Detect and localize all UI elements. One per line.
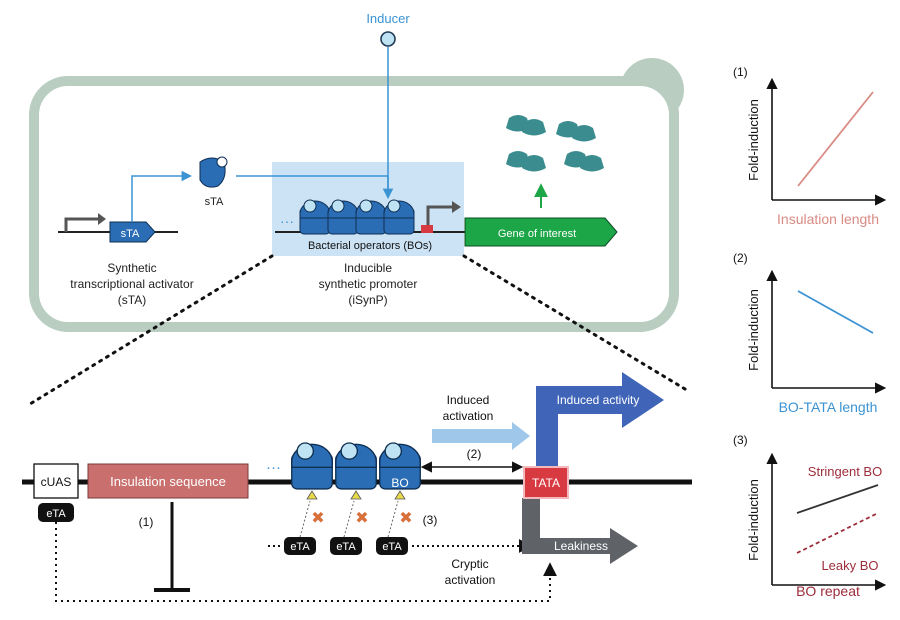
inducer-label: Inducer — [366, 11, 410, 26]
series-label-stringent: Stringent BO — [808, 464, 882, 479]
sta-promoter-arrow — [64, 217, 100, 232]
x-axis-label: BO-TATA length — [779, 399, 878, 415]
leakiness-label: Leakiness — [554, 539, 608, 553]
series-label-leaky: Leaky BO — [821, 558, 878, 573]
bo-label: Bacterial operators (BOs) — [308, 240, 432, 252]
mark-3: (3) — [423, 513, 438, 527]
blocked-icon-3: ✖ — [399, 510, 412, 527]
insulation-effect: eTA (1) — [38, 502, 557, 602]
inducer: Inducer — [366, 11, 410, 200]
y-axis-label: Fold-induction — [746, 479, 761, 561]
isynp-construct: ··· Bacterial operators (BOs) Gene of in… — [275, 183, 618, 252]
trend-line — [796, 484, 879, 514]
zoomed-promoter: cUAS Insulation sequence ··· BO ✖ ✖ ✖ (3… — [22, 372, 692, 602]
y-axis-label: Fold-induction — [746, 289, 761, 371]
sta-caption: Synthetic transcriptional activator (sTA… — [70, 261, 193, 307]
x-axis-label: Insulation length — [777, 211, 879, 227]
inducer-molecule — [380, 31, 396, 47]
eta-site-2 — [350, 490, 362, 500]
sta-expression-arrow — [131, 170, 193, 222]
sta-protein: sTA — [199, 156, 389, 208]
blocked-icon-2: ✖ — [355, 510, 368, 527]
trend-chart-bo-repeat: (3) Fold-induction BO repeat Stringent BO Le… — [733, 433, 887, 599]
induced-activation-line-2: activation — [443, 409, 494, 423]
trend-chart-label: (3) — [733, 433, 748, 447]
eta-chip-1-label: eTA — [290, 541, 310, 553]
bo-unit-bottom-1 — [291, 442, 333, 490]
cryptic-path — [55, 522, 557, 602]
sta-caption-line-2: transcriptional activator — [70, 277, 193, 291]
zoom-line-left — [28, 254, 274, 406]
sta-caption-line-1: Synthetic — [107, 261, 156, 275]
eta-chip-1 — [284, 537, 316, 555]
bo-label-bottom: BO — [391, 476, 408, 490]
blocked-icon-1: ✖ — [311, 510, 324, 527]
mark-1: (1) — [139, 515, 154, 529]
eta-chip-3 — [376, 537, 408, 555]
cuas-box — [33, 463, 79, 499]
eta-site-1 — [306, 490, 318, 500]
trend-line — [797, 290, 874, 334]
bo-ellipsis: ··· — [280, 213, 294, 229]
leakiness-arrow — [522, 498, 638, 564]
trend-line — [797, 91, 874, 187]
bo-unit-top-4 — [383, 199, 415, 235]
isynp-caption-line-1: Inducible — [344, 261, 392, 275]
insulation-box — [87, 463, 249, 499]
mark-2: (2) — [467, 447, 482, 461]
trend-line — [796, 512, 879, 554]
isynp-caption: Inducible synthetic promoter (iSynP) — [319, 261, 418, 307]
sta-binding-arrow — [236, 175, 389, 197]
eta-chip-2 — [330, 537, 362, 555]
eta-cuas-chip-label: eTA — [46, 508, 66, 520]
y-axis-label: Fold-induction — [746, 99, 761, 181]
eta-chip-3-label: eTA — [382, 541, 402, 553]
insulation-label: Insulation sequence — [110, 474, 226, 489]
bo-ellipsis-bottom: ··· — [266, 459, 281, 476]
eta-chip-2-label: eTA — [336, 541, 356, 553]
tata-box-top — [421, 225, 433, 233]
trend-chart-label: (2) — [733, 251, 748, 265]
isynp-caption-line-3: (iSynP) — [348, 293, 387, 307]
bo-unit-top-1 — [299, 199, 331, 235]
gene-of-interest-label: Gene of interest — [498, 228, 576, 240]
eta-site-3 — [394, 490, 406, 500]
sta-protein-label: sTA — [205, 196, 224, 208]
eta-cuas-chip — [38, 503, 74, 522]
trend-chart-label: (1) — [733, 65, 748, 79]
gene-of-interest-box — [464, 217, 618, 247]
x-axis-label: BO repeat — [796, 583, 860, 599]
tata-output: Leakiness Induced activity TATA — [522, 372, 664, 564]
sta-gene-box — [109, 221, 156, 243]
bo-unit-top-3 — [355, 199, 387, 235]
induced-activation-line-1: Induced — [447, 393, 490, 407]
isynp-caption-line-2: synthetic promoter — [319, 277, 418, 291]
cryptic-activation-line-2: activation — [445, 573, 496, 587]
eta-cross-talk: ✖ ✖ ✖ (3) eTA eTA eTA Cryptic activation — [268, 490, 533, 587]
cryptic-activation-line-1: Cryptic — [451, 557, 488, 571]
sta-gene-label: sTA — [121, 228, 140, 240]
sta-gene: sTA — [58, 170, 193, 243]
bo-unit-top-2 — [327, 199, 359, 235]
sta-caption-line-3: (sTA) — [118, 293, 146, 307]
bo-unit-bottom-2 — [335, 442, 377, 490]
induced-activation: Induced activation (2) — [420, 393, 530, 473]
tata-box — [523, 466, 569, 499]
induced-activation-arrow — [432, 422, 530, 450]
cuas-label: cUAS — [41, 475, 72, 489]
isynp-promoter-arrow — [426, 205, 454, 225]
induced-activity-arrow — [536, 372, 664, 470]
tata-label: TATA — [532, 476, 560, 490]
induced-activity-label: Induced activity — [557, 393, 640, 407]
